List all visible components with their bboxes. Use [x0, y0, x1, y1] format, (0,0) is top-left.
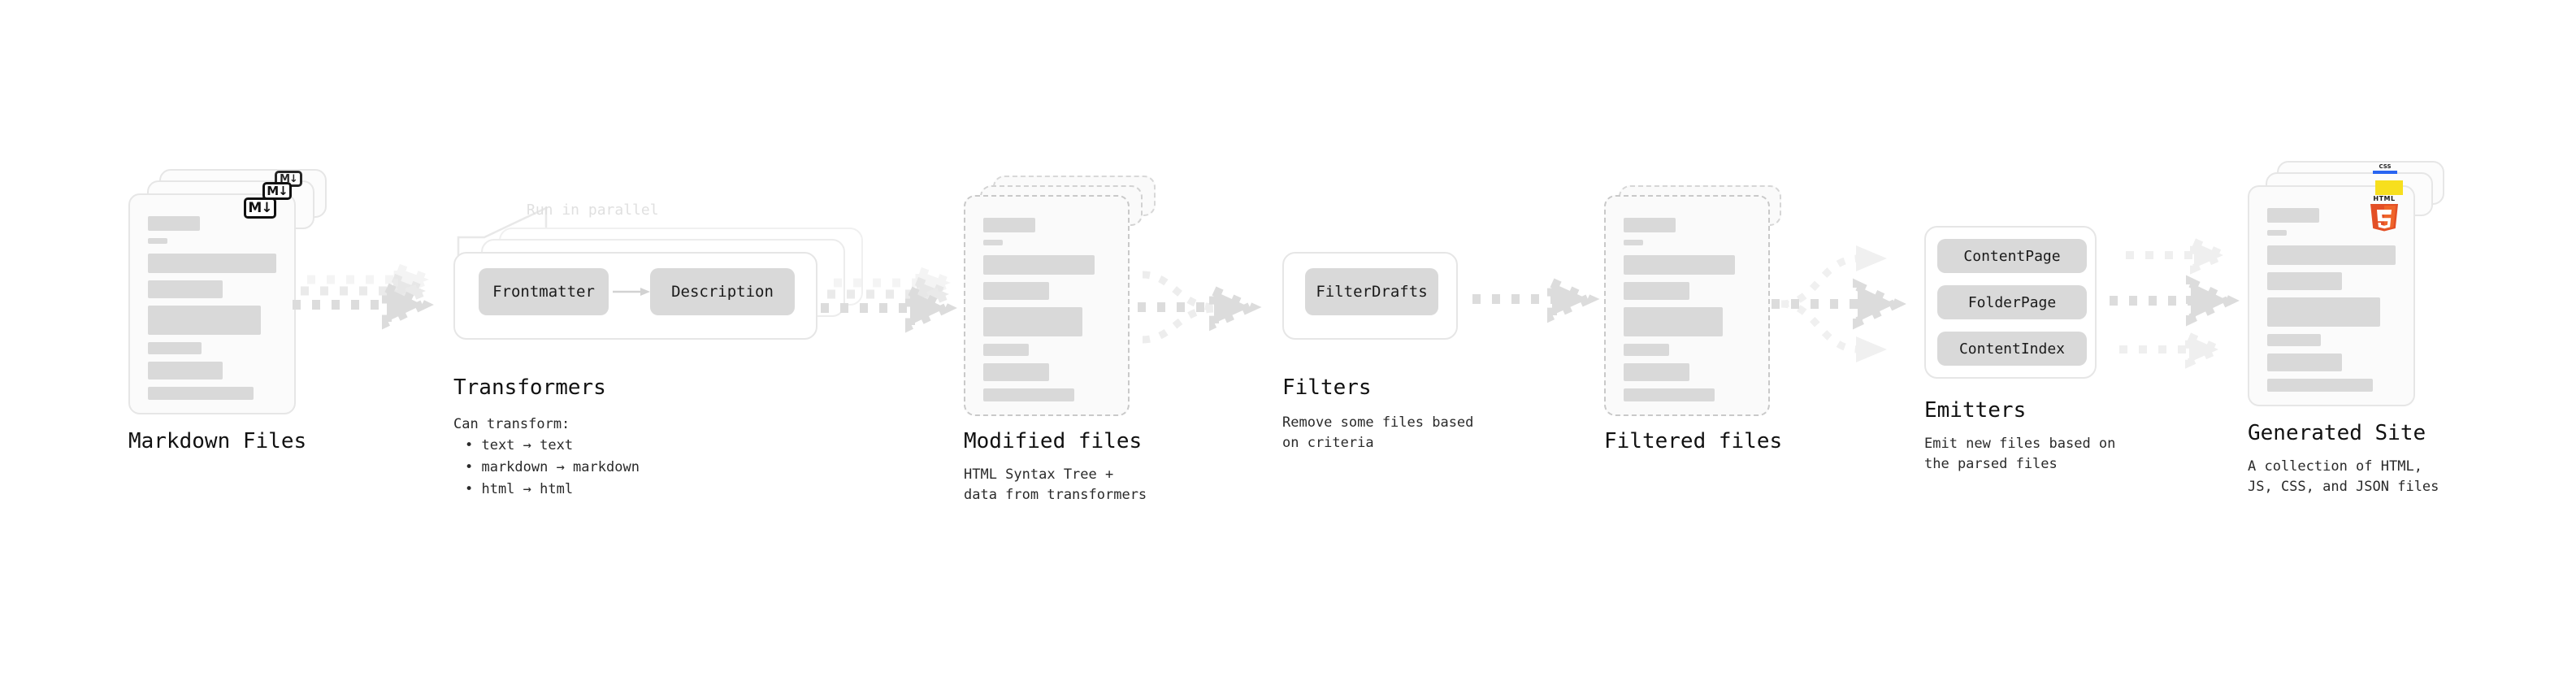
connector-transformers-to-modified: [821, 265, 964, 333]
markdown-icon-arrow: ↓: [289, 172, 298, 185]
css-icon: CSS: [2373, 163, 2397, 174]
svg-text:HTML: HTML: [2373, 195, 2395, 202]
stage-title-filters: Filters: [1282, 375, 1372, 400]
stage-title-markdown-files: Markdown Files: [128, 429, 307, 453]
transformer-pill-label: Frontmatter: [492, 283, 595, 301]
stage-description-generated-site: A collection of HTML, JS, CSS, and JSON …: [2248, 458, 2439, 495]
markdown-card-front: [128, 193, 296, 414]
transformer-pill-frontmatter[interactable]: Frontmatter: [479, 268, 609, 315]
emitter-pill-folderpage[interactable]: FolderPage: [1937, 285, 2087, 319]
html5-icon: HTML: [2366, 193, 2402, 232]
stage-title-generated-site: Generated Site: [2248, 421, 2426, 445]
css-icon-label: CSS: [2379, 163, 2392, 170]
emitters-box: ContentPage FolderPage ContentIndex: [1924, 226, 2097, 379]
css-icon-underline: [2373, 171, 2397, 174]
transformers-box: Frontmatter Description: [453, 252, 817, 340]
markdown-icon-letter: M: [248, 199, 262, 216]
emitter-pill-label: ContentIndex: [1958, 340, 2066, 358]
stage-description-modified-files: HTML Syntax Tree + data from transformer…: [964, 466, 1147, 503]
emitter-pill-contentindex[interactable]: ContentIndex: [1937, 332, 2087, 366]
filter-pill-label: FilterDrafts: [1316, 283, 1428, 301]
markdown-icon-arrow: ↓: [261, 199, 272, 216]
markdown-icon-letter: M: [267, 183, 279, 198]
connector-modified-to-filters: [1138, 271, 1262, 344]
transformer-arrow: [613, 288, 650, 296]
transformers-bullet-2: • html → html: [465, 481, 574, 497]
transformer-pill-description[interactable]: Description: [650, 268, 795, 315]
stage-description-transformers: Can transform:: [453, 416, 570, 432]
transformers-bullet-0: • text → text: [465, 437, 574, 453]
markdown-icon-back-1: M↓: [262, 182, 292, 200]
stage-description-filters: Remove some files based on criteria: [1282, 414, 1474, 451]
run-in-parallel-label: Run in parallel: [527, 202, 659, 219]
connector-markdown-to-transformers: [293, 262, 442, 330]
stage-title-transformers: Transformers: [453, 375, 606, 400]
skeleton-bars: [983, 218, 1110, 409]
stage-description-emitters: Emit new files based on the parsed files: [1924, 436, 2116, 472]
filtered-card-front: [1604, 195, 1770, 416]
connector-filtered-to-emitters: [1772, 245, 1906, 362]
skeleton-bars: [2267, 208, 2396, 399]
modified-card-front: [964, 195, 1130, 416]
transformers-bullet-1: • markdown → markdown: [465, 459, 640, 475]
emitter-pill-label: ContentPage: [1963, 247, 2061, 265]
filters-box: FilterDrafts: [1282, 252, 1458, 340]
markdown-icon: M↓: [244, 197, 276, 219]
skeleton-bars: [148, 216, 276, 407]
markdown-icon-letter: M: [280, 172, 290, 185]
stage-title-modified-files: Modified files: [964, 429, 1143, 453]
markdown-icon-arrow: ↓: [278, 183, 288, 198]
filter-pill-filterdrafts[interactable]: FilterDrafts: [1305, 268, 1438, 315]
site-card-front: [2248, 185, 2415, 406]
js-icon: [2375, 180, 2403, 195]
emitter-pill-label: FolderPage: [1967, 293, 2057, 311]
run-in-parallel-bracket: [457, 206, 548, 258]
stage-title-emitters: Emitters: [1924, 398, 2027, 423]
emitter-pill-contentpage[interactable]: ContentPage: [1937, 239, 2087, 273]
transformer-pill-label: Description: [671, 283, 774, 301]
connector-emitters-to-site: [2110, 236, 2240, 369]
stage-title-filtered-files: Filtered files: [1604, 429, 1783, 453]
skeleton-bars: [1624, 218, 1750, 409]
connector-filters-to-filtered: [1472, 275, 1600, 323]
